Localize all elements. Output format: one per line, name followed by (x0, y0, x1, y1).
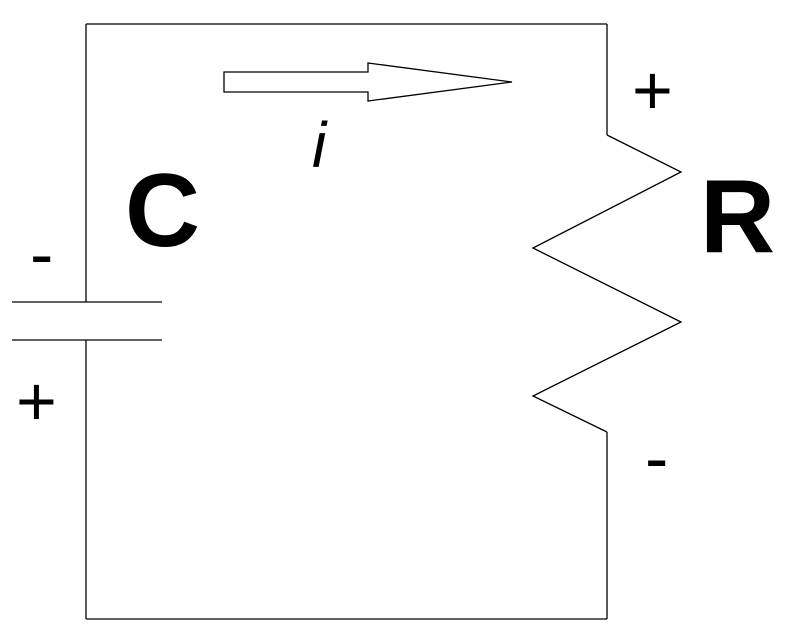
capacitor-bottom-polarity: + (16, 362, 57, 440)
resistor-zigzag (531, 134, 683, 433)
current-label: i (312, 109, 328, 181)
resistor-bottom-polarity: - (645, 419, 668, 497)
capacitor-label: C (125, 153, 200, 269)
resistor-label: R (700, 159, 775, 275)
capacitor-top-polarity: - (30, 215, 53, 293)
current-arrow-icon (223, 62, 513, 102)
resistor-top-polarity: + (632, 51, 673, 129)
